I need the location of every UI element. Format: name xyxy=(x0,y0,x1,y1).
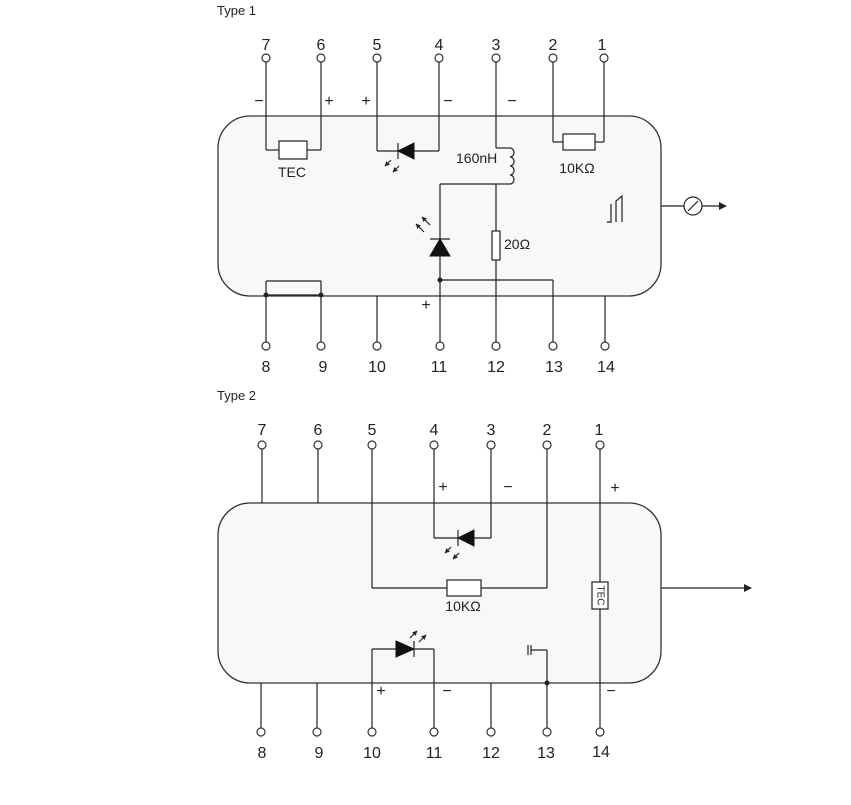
type2-pin-label: 2 xyxy=(543,422,552,439)
type2-sign-pin4: + xyxy=(438,479,447,496)
type2-pin-label: 6 xyxy=(314,422,323,439)
type2-pin-label: 10 xyxy=(363,745,381,762)
type1-pin-label: 1 xyxy=(598,37,607,54)
type2-monitor-photodiode xyxy=(434,529,491,560)
type2-pin-3 xyxy=(486,440,496,450)
type1-sign-pin4: − xyxy=(443,93,452,110)
type1-pin-label: 12 xyxy=(487,359,505,376)
type1-pin-11 xyxy=(435,341,445,351)
type1-inductor xyxy=(439,147,515,239)
type1-monitor-photodiode xyxy=(377,142,439,173)
type1-resistor xyxy=(491,230,501,261)
type2-pin-10 xyxy=(367,727,377,737)
type2-sign-pin3: − xyxy=(503,479,512,496)
type1-pin-6 xyxy=(316,53,326,63)
type1-tec-label: TEC xyxy=(278,164,306,180)
type2-pin-7 xyxy=(257,440,267,450)
type2-pin-4 xyxy=(429,440,439,450)
type1-sign-pin11: + xyxy=(421,297,430,314)
type1-sign-pin5: + xyxy=(361,93,370,110)
type2-pin-9 xyxy=(312,727,322,737)
type1-pin-14 xyxy=(600,341,610,351)
type1-pin-label: 13 xyxy=(545,359,563,376)
type2-package xyxy=(217,502,662,684)
type1-pin-7 xyxy=(261,53,271,63)
type1-sign-pin6: + xyxy=(324,93,333,110)
type1-inductor-label: 160nH xyxy=(456,150,497,166)
type2-pin-label: 5 xyxy=(368,422,377,439)
type2-pin-2 xyxy=(542,440,552,450)
type1-pin-label: 7 xyxy=(262,37,271,54)
type2-laser-diode xyxy=(371,630,435,728)
type1-resistor-label: 20Ω xyxy=(504,236,530,252)
type1-thermistor-label: 10KΩ xyxy=(559,160,594,176)
type1-pin-4 xyxy=(434,53,444,63)
type2-pin-label: 3 xyxy=(487,422,496,439)
type2-sign-pin10: + xyxy=(376,683,385,700)
type1-pin-label: 2 xyxy=(549,37,558,54)
type1-bottom-pins xyxy=(261,280,610,351)
type2-pin-label: 9 xyxy=(315,745,324,762)
type1-pin-10 xyxy=(372,341,382,351)
type2-thermistor-label: 10KΩ xyxy=(445,598,480,614)
type2-sign-pin11: − xyxy=(442,683,451,700)
type2-pin-5 xyxy=(367,440,377,450)
type1-sign-pin7: − xyxy=(254,93,263,110)
type1-pin-label: 9 xyxy=(319,359,328,376)
type1-top-pins xyxy=(261,53,609,151)
type2-pin-label: 14 xyxy=(592,744,610,761)
type2-thermistor xyxy=(446,579,482,597)
type1-pin-1 xyxy=(599,53,609,63)
type1-pin-label: 10 xyxy=(368,359,386,376)
type2-pin-6 xyxy=(313,440,323,450)
type1-pin-label: 14 xyxy=(597,359,615,376)
type2-pin-1 xyxy=(595,440,605,450)
type1-pin-label: 6 xyxy=(317,37,326,54)
type1-pin-2 xyxy=(548,53,558,63)
type1-diagram: 7 6 5 4 3 2 1 − + + − − + TEC xyxy=(217,37,727,376)
type1-sign-pin3: − xyxy=(507,93,516,110)
type2-title: Type 2 xyxy=(217,388,257,403)
type1-pin-13 xyxy=(548,341,558,351)
type2-pin-label: 7 xyxy=(258,422,267,439)
type1-pin-label: 4 xyxy=(435,37,444,54)
type1-fiber-output xyxy=(607,194,727,223)
type1-pin-3 xyxy=(491,53,501,63)
type1-pin-label: 8 xyxy=(262,359,271,376)
type2-diagram: 7 6 5 4 3 2 1 + − + + − − 10KΩ TEC xyxy=(217,422,752,762)
type1-laser-diode xyxy=(415,216,451,280)
type2-capacitor xyxy=(527,645,550,728)
type2-pin-label: 12 xyxy=(482,745,500,762)
type1-tec xyxy=(278,140,308,160)
type2-pin-label: 4 xyxy=(430,422,439,439)
type2-pin-11 xyxy=(429,727,439,737)
type1-title: Type 1 xyxy=(217,3,257,18)
type1-pin-8 xyxy=(261,341,271,351)
type1-pin-9 xyxy=(316,341,326,351)
type1-thermistor xyxy=(562,133,596,151)
type2-bottom-pins xyxy=(256,683,605,737)
type2-pin-label: 11 xyxy=(426,745,443,762)
type2-pin-label: 13 xyxy=(537,745,555,762)
type1-pin-5 xyxy=(372,53,382,63)
type2-top-pins xyxy=(257,440,605,588)
type2-pin-8 xyxy=(256,727,266,737)
type1-pin-label: 11 xyxy=(431,359,448,376)
type1-pin-label: 3 xyxy=(492,37,501,54)
type2-pin-14 xyxy=(595,727,605,737)
type2-pin-13 xyxy=(542,727,552,737)
type1-pin-label: 5 xyxy=(373,37,382,54)
type2-sign-pin14: − xyxy=(606,683,615,700)
type1-pin-12 xyxy=(491,341,501,351)
type2-pin-12 xyxy=(486,727,496,737)
type2-pin-label: 1 xyxy=(595,422,604,439)
type2-sign-pin1: + xyxy=(610,480,619,497)
type2-tec-label: TEC xyxy=(594,586,605,606)
type2-pin-label: 8 xyxy=(258,745,267,762)
